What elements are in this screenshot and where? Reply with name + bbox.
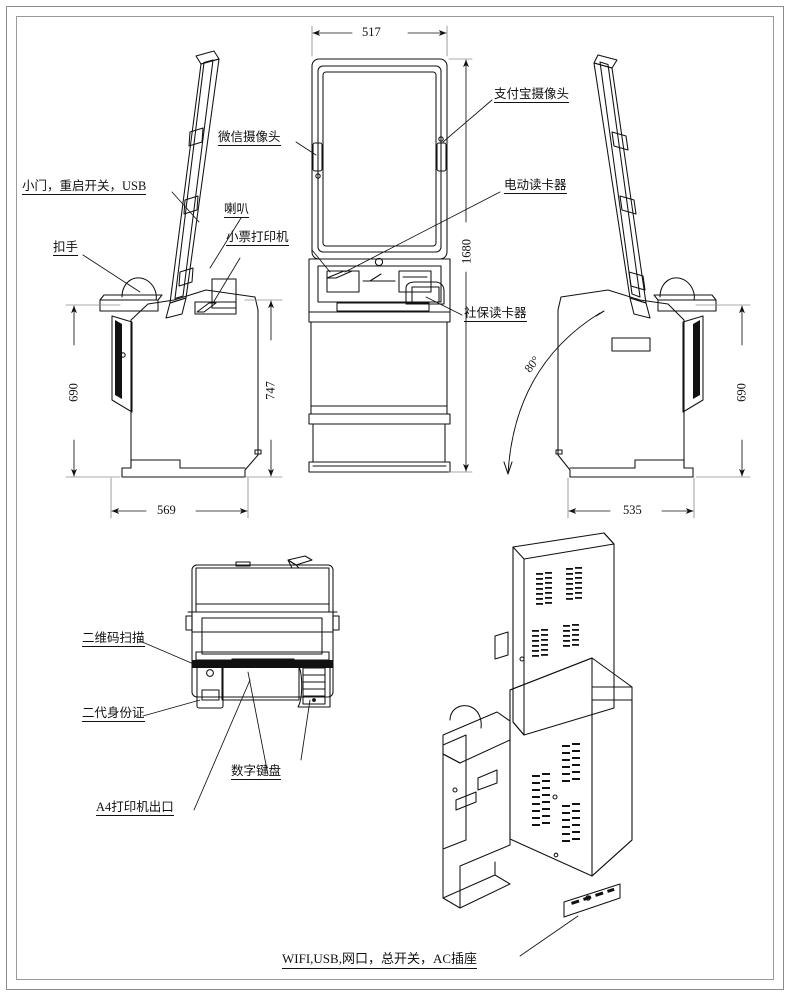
callout-receipt-printer: 小票打印机	[226, 230, 289, 247]
dim-depth-right: 535	[623, 503, 642, 517]
drawing-frame-outer	[6, 6, 784, 990]
callout-a4-printer-outlet: A4打印机出口	[96, 800, 174, 817]
right-side-view-geometry	[503, 54, 717, 478]
callout-handle: 扣手	[53, 240, 79, 257]
callout-social-card-reader: 社保读卡器	[464, 306, 527, 323]
callout-wechat-camera: 微信摄像头	[218, 130, 281, 147]
callout-alipay-camera: 支付宝摄像头	[494, 87, 570, 104]
dim-depth-left: 569	[157, 503, 176, 517]
dim-height-total: 1680	[459, 239, 474, 264]
dimension-lines	[65, 25, 751, 519]
callout-qr-scanner: 二维码扫描	[82, 631, 145, 648]
front-view-geometry	[308, 58, 451, 473]
leader-lines	[82, 99, 579, 957]
dim-height-base-left: 690	[66, 383, 81, 402]
callout-motor-card-reader: 电动读卡器	[504, 178, 567, 195]
drawing-frame-inner	[16, 16, 774, 980]
top-view-geometry	[185, 555, 340, 709]
callout-small-door-usb: 小门，重启开关，USB	[22, 179, 147, 196]
dim-width-front: 517	[362, 25, 381, 39]
callout-numeric-keypad: 数字键盘	[231, 764, 282, 781]
callout-speaker: 喇叭	[224, 202, 250, 219]
iso-view-geometry	[442, 532, 633, 918]
callout-id-card-reader: 二代身份证	[82, 706, 145, 723]
dim-height-desk-left: 747	[263, 381, 278, 400]
callout-rear-ports: WIFI,USB,网口，总开关，AC插座	[282, 948, 478, 969]
dim-height-base-right: 690	[734, 383, 749, 402]
